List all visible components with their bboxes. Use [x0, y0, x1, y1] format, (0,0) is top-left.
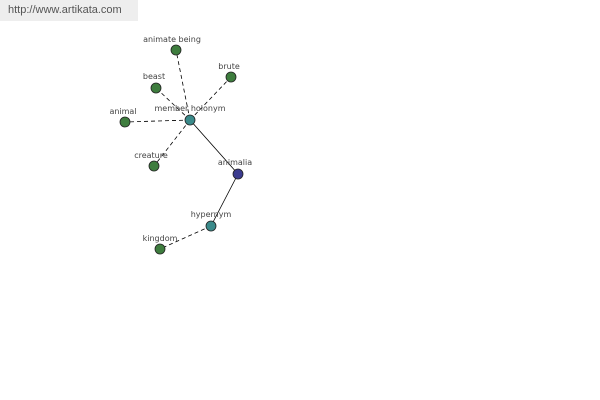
node-label-animate-being: animate being [143, 35, 201, 44]
node-circle-animate-being[interactable] [170, 44, 182, 56]
edge-animalia-hypernym [210, 173, 239, 227]
node-circle-hypernym[interactable] [205, 220, 217, 232]
node-animalia[interactable]: animalia [218, 158, 252, 180]
node-label-beast: beast [143, 72, 165, 81]
node-circle-brute[interactable] [225, 71, 237, 83]
node-beast[interactable]: beast [143, 72, 165, 94]
node-label-kingdom: kingdom [143, 234, 178, 243]
node-circle-creature[interactable] [148, 160, 160, 172]
node-label-hypernym: hypernym [191, 210, 232, 219]
node-label-creature: creature [134, 151, 168, 160]
edge-member-holonym-animal [124, 119, 191, 123]
node-label-member-holonym: member holonym [154, 104, 225, 113]
node-circle-animalia[interactable] [232, 168, 244, 180]
node-brute[interactable]: brute [218, 62, 240, 83]
source-link[interactable]: http://www.artikata.com [0, 0, 138, 21]
nodes-layer: animalia member holonym hypernym animate be… [109, 35, 252, 255]
node-label-brute: brute [218, 62, 240, 71]
node-kingdom[interactable]: kingdom [143, 234, 178, 255]
edge-member-holonym-creature [153, 119, 191, 167]
node-circle-member-holonym[interactable] [184, 114, 196, 126]
node-animate-being[interactable]: animate being [143, 35, 201, 56]
edge-member-holonym-beast [155, 87, 191, 121]
node-member-holonym[interactable]: member holonym [154, 104, 226, 126]
node-label-animalia: animalia [218, 158, 252, 167]
edge-hypernym-kingdom [159, 225, 212, 250]
edges-layer [124, 49, 239, 250]
node-circle-animal[interactable] [119, 116, 131, 128]
edge-member-holonym-animate-being [175, 49, 191, 121]
node-label-animal: animal [109, 107, 136, 116]
node-creature[interactable]: creature [134, 151, 168, 172]
node-hypernym[interactable]: hypernym [191, 210, 232, 232]
edge-member-holonym-brute [189, 76, 232, 121]
node-animal[interactable]: animal [109, 107, 137, 128]
node-circle-beast[interactable] [150, 82, 162, 94]
edge-animalia-member-holonym [189, 119, 239, 175]
node-circle-kingdom[interactable] [154, 243, 166, 255]
